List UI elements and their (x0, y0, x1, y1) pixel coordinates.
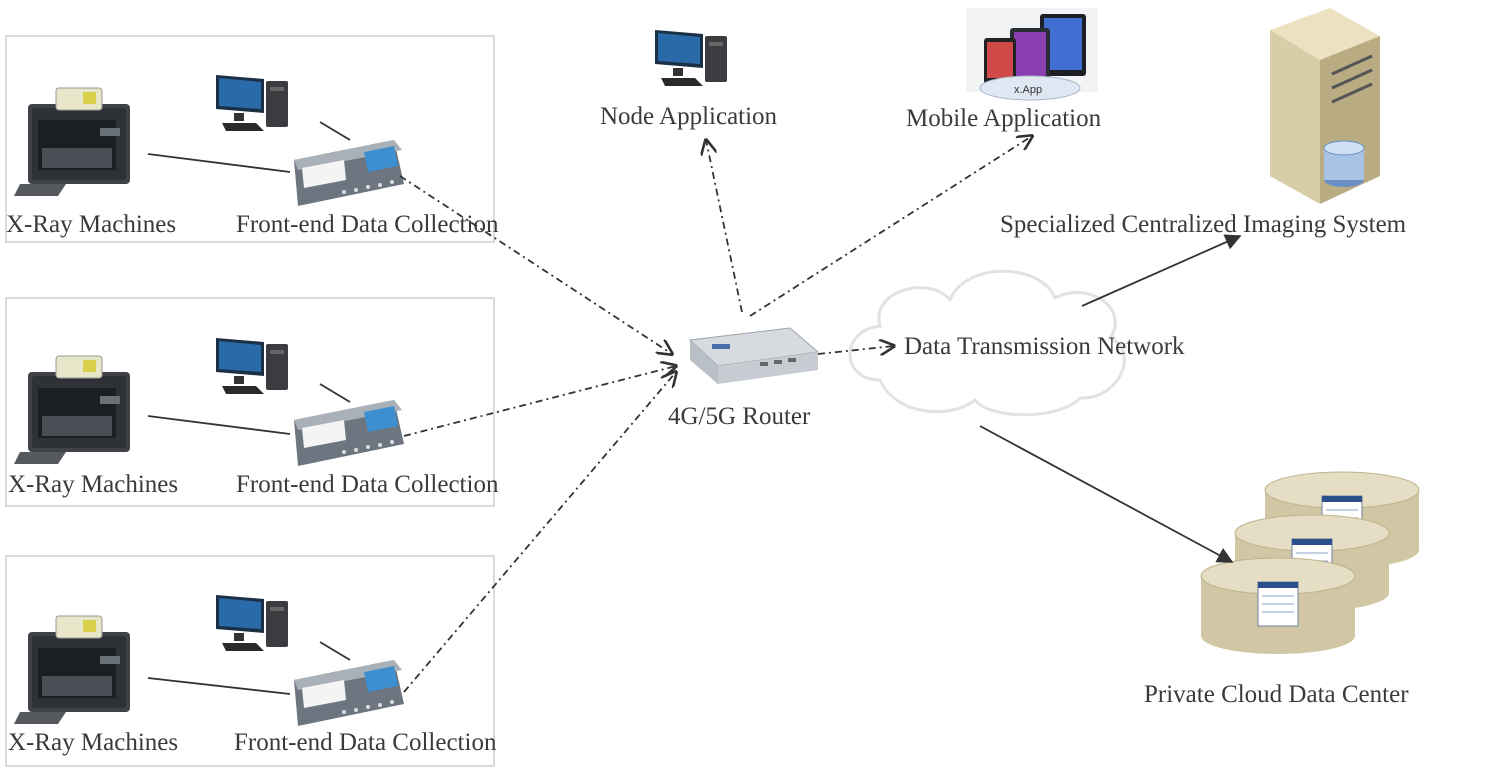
router-icon (688, 327, 820, 384)
computer-icon (216, 338, 288, 394)
xray-machine-icon (13, 87, 131, 197)
database-icon (1200, 471, 1420, 655)
computer-icon (655, 30, 727, 86)
collection-label: Front-end Data Collection (236, 211, 499, 238)
mobile-app-label: Mobile Application (906, 105, 1102, 132)
collection-label: Front-end Data Collection (236, 471, 499, 498)
network-label: Data Transmission Network (904, 333, 1185, 360)
server-icon (1270, 8, 1380, 204)
link-network-imaging (1081, 234, 1242, 307)
xray-label: X-Ray Machines (8, 729, 178, 756)
xray-machine-icon (13, 615, 131, 725)
link-collector2-router (403, 366, 676, 437)
link-router-node-app (706, 140, 743, 313)
data-collector-icon (294, 400, 404, 466)
data-collector-icon (294, 660, 404, 726)
xray-label: X-Ray Machines (6, 211, 176, 238)
computer-icon (216, 75, 288, 131)
link-collector3-router (403, 372, 676, 693)
router-label: 4G/5G Router (668, 403, 811, 430)
mobile-devices-icon: x.App (966, 8, 1098, 101)
xray-label: X-Ray Machines (8, 471, 178, 498)
link-collector1-router (399, 175, 672, 354)
imaging-label: Specialized Centralized Imaging System (1000, 211, 1407, 238)
link-network-datacenter (979, 425, 1234, 563)
datacenter-label: Private Cloud Data Center (1144, 681, 1409, 708)
link-router-network (817, 346, 894, 354)
data-collector-icon (294, 140, 404, 206)
collection-group-1: X-Ray Machines Front-end Data Collection (5, 35, 499, 243)
collection-group-2: X-Ray Machines Front-end Data Collection (5, 297, 499, 507)
collection-group-3: X-Ray Machines Front-end Data Collection (5, 555, 497, 767)
node-app-label: Node Application (600, 103, 778, 130)
mobile-badge: x.App (1014, 84, 1042, 96)
link-router-mobile-app (749, 136, 1032, 317)
xray-machine-icon (13, 355, 131, 465)
computer-icon (216, 595, 288, 651)
collection-label: Front-end Data Collection (234, 729, 497, 756)
